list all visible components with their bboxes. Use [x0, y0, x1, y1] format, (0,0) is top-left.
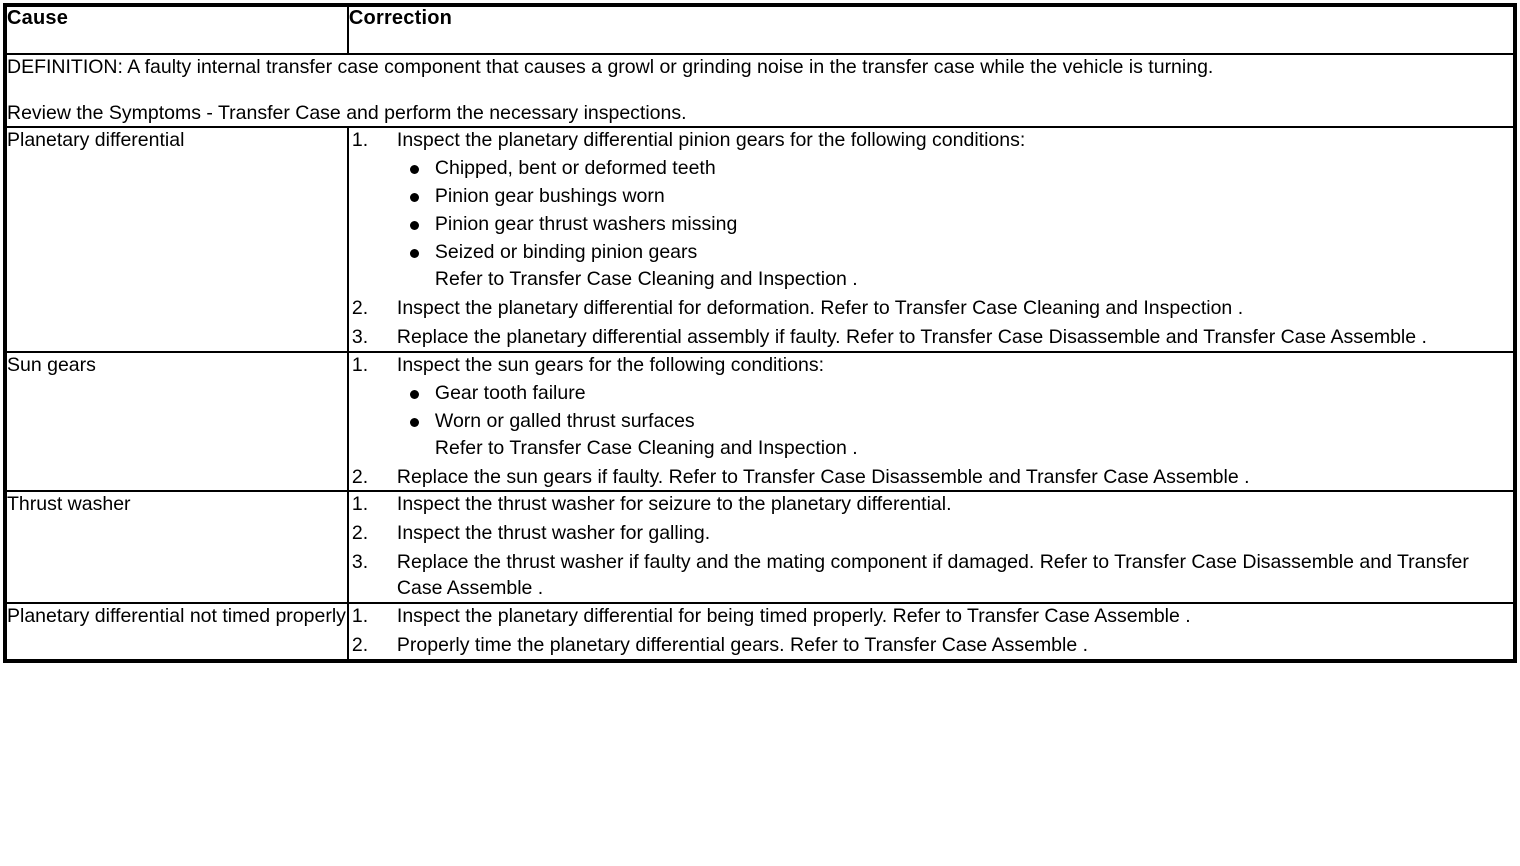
correction-cell: 1. Inspect the planetary differential for…: [346, 602, 1517, 662]
step-text: Inspect the planetary differential for b…: [396, 605, 1191, 628]
step-text: Inspect the planetary differential for d…: [396, 297, 1244, 319]
correction-step: 2. Inspect the planetary differential for…: [349, 296, 1513, 322]
definition-text-secondary: Review the Symptoms - Transfer Case and …: [7, 101, 687, 124]
cause-cell: Planetary differential not timed properl…: [4, 602, 349, 662]
table-row: Thrust washer 1. Inspect the thrust washer…: [4, 490, 1517, 605]
step-number: 2.: [351, 465, 369, 488]
condition-item: Pinion gear bushings worn: [397, 184, 1513, 210]
definition-cell: DEFINITION: A faulty internal transfer c…: [4, 52, 1516, 129]
step-number: 2.: [351, 522, 369, 545]
condition-text: Chipped, bent or deformed teeth: [434, 157, 716, 180]
step-number: 1.: [351, 493, 369, 516]
correction-step: 3. Replace the thrust washer if faulty an…: [349, 550, 1513, 602]
correction-cell: 1. Inspect the thrust washer for seizure …: [346, 490, 1517, 605]
table-row: Sun gears 1. Inspect the sun gears for the…: [4, 350, 1517, 493]
cause-label: Planetary differential not timed properl…: [7, 605, 346, 628]
step-text: Replace the sun gears if faulty. Refer t…: [396, 465, 1250, 488]
bullet-icon: [409, 389, 419, 399]
step-text: Replace the thrust washer if faulty and …: [396, 551, 1469, 600]
correction-step-list: 1. Inspect the sun gears for the followin…: [349, 353, 1513, 491]
correction-step-list: 1. Inspect the planetary differential for…: [349, 604, 1513, 659]
bullet-icon: [409, 221, 419, 231]
step-number: 3.: [351, 551, 369, 574]
correction-step: 2. Inspect the thrust washer for galling.: [349, 521, 1513, 547]
correction-step: 1. Inspect the planetary differential pin…: [349, 128, 1513, 293]
condition-item: Pinion gear thrust washers missing: [397, 212, 1513, 238]
condition-reference-link[interactable]: Refer to Transfer Case Cleaning and Insp…: [434, 268, 858, 291]
step-text: Inspect the thrust washer for seizure to…: [396, 493, 952, 516]
correction-step: 1. Inspect the sun gears for the followin…: [349, 353, 1513, 462]
condition-text: Pinion gear thrust washers missing: [434, 213, 738, 236]
definition-text-primary: DEFINITION: A faulty internal transfer c…: [7, 56, 1214, 78]
step-text: Inspect the planetary differential pinio…: [396, 129, 1026, 152]
correction-step: 2. Properly time the planetary differenti…: [349, 633, 1513, 659]
table-body: DEFINITION: A faulty internal transfer c…: [4, 52, 1516, 129]
column-header-cause: Cause: [4, 4, 349, 55]
correction-cell: 1. Inspect the sun gears for the followin…: [346, 350, 1517, 493]
step-number: 2.: [351, 634, 369, 657]
table-header: Cause Correction: [4, 4, 1517, 55]
cause-cell: Sun gears: [4, 350, 349, 493]
correction-step: 1. Inspect the planetary differential for…: [349, 604, 1513, 630]
bullet-icon: [409, 193, 419, 203]
symptom-diagnosis-table: Cause Correction DEFINITION: A faulty in…: [3, 3, 1517, 663]
condition-text: Pinion gear bushings worn: [434, 185, 665, 208]
step-text: Properly time the planetary differential…: [396, 634, 1089, 657]
correction-step: 1. Inspect the thrust washer for seizure …: [349, 492, 1513, 518]
condition-item: Gear tooth failure: [397, 381, 1513, 407]
correction-step-list: 1. Inspect the planetary differential pin…: [349, 128, 1513, 350]
step-number: 1.: [351, 605, 369, 628]
step-number: 3.: [351, 325, 369, 348]
step-text: Inspect the thrust washer for galling.: [396, 522, 711, 545]
correction-step: 2. Replace the sun gears if faulty. Refer…: [349, 465, 1513, 491]
table-row: Planetary differential 1. Inspect the plan…: [4, 126, 1517, 353]
condition-text: Gear tooth failure: [434, 381, 586, 404]
table-header-row: Cause Correction: [4, 4, 1517, 55]
cause-cell: Thrust washer: [4, 490, 349, 605]
definition-row: DEFINITION: A faulty internal transfer c…: [4, 52, 1516, 129]
step-number: 1.: [351, 129, 369, 152]
cause-cell: Planetary differential: [4, 126, 349, 353]
column-header-correction: Correction: [346, 4, 1517, 55]
condition-text: Seized or binding pinion gears: [434, 241, 698, 264]
definition-spacer: [7, 81, 1513, 101]
table-data-rows: Planetary differential 1. Inspect the plan…: [4, 126, 1517, 662]
bullet-icon: [409, 249, 419, 259]
table-row: Planetary differential not timed properl…: [4, 602, 1517, 662]
correction-step-list: 1. Inspect the thrust washer for seizure …: [349, 492, 1513, 602]
cause-label: Planetary differential: [7, 129, 185, 152]
condition-item: Chipped, bent or deformed teeth: [397, 156, 1513, 182]
step-text: Inspect the sun gears for the following …: [396, 353, 824, 376]
cause-label: Thrust washer: [7, 493, 131, 516]
step-text: Replace the planetary differential assem…: [396, 325, 1427, 348]
condition-reference-link[interactable]: Refer to Transfer Case Cleaning and Insp…: [434, 436, 858, 459]
bullet-icon: [409, 165, 419, 175]
bullet-icon: [409, 417, 419, 427]
correction-cell: 1. Inspect the planetary differential pin…: [346, 126, 1517, 353]
step-number: 2.: [351, 297, 369, 319]
condition-text: Worn or galled thrust surfaces: [434, 409, 695, 432]
cause-label: Sun gears: [7, 353, 96, 376]
step-number: 1.: [351, 353, 369, 376]
correction-step: 3. Replace the planetary differential ass…: [349, 325, 1513, 351]
